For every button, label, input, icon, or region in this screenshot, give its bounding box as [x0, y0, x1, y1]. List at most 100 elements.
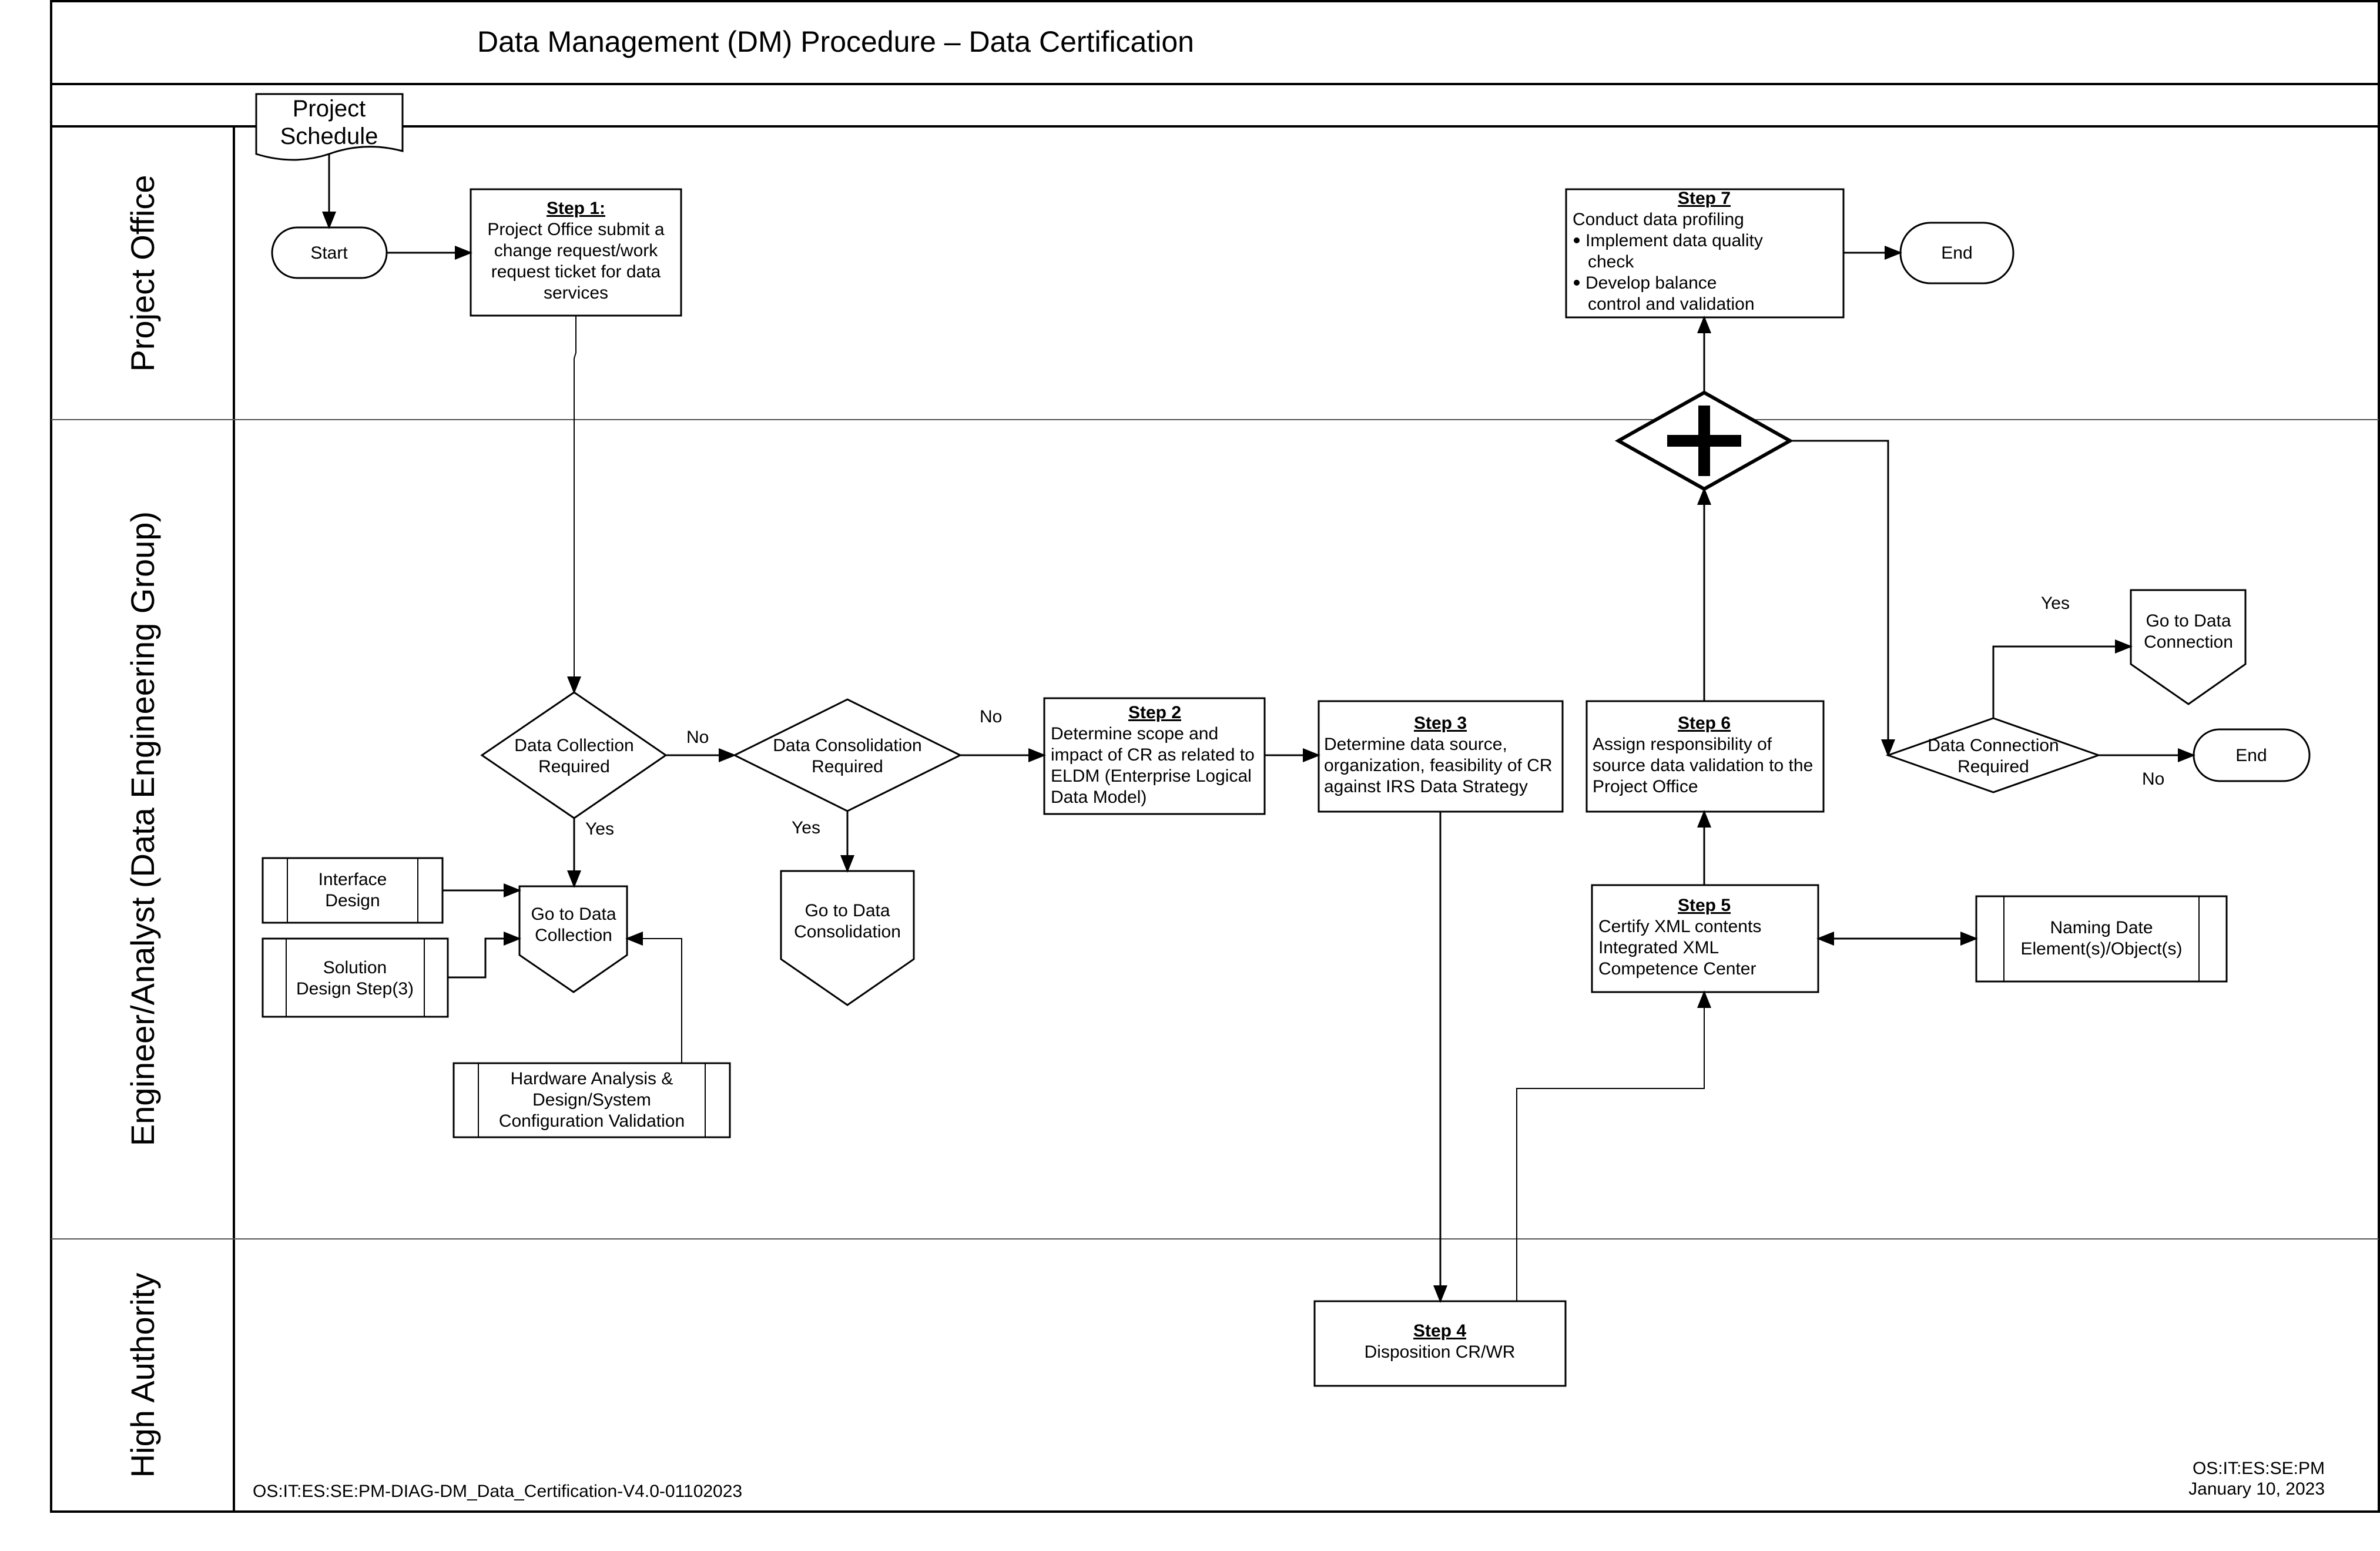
parallel-gateway[interactable]	[1614, 390, 1794, 491]
step-1-line-2: change request/work	[494, 241, 658, 260]
hardware-line-1: Hardware Analysis &	[511, 1069, 673, 1088]
solution-design-line-2: Design Step(3)	[296, 979, 414, 999]
step-2-line-1: Determine scope and	[1051, 724, 1218, 743]
process-naming-date-element[interactable]: Naming Date Element(s)/Object(s)	[1975, 895, 2228, 983]
offpage-go-to-data-collection[interactable]: Go to Data Collection	[518, 885, 628, 993]
project-schedule-line-2: Schedule	[280, 123, 378, 149]
naming-line-2: Element(s)/Object(s)	[2020, 939, 2182, 959]
connector-hardware-to-collection	[625, 932, 682, 1063]
step-7-line-1: Conduct data profiling	[1573, 210, 1744, 229]
decision-collection-line-1: Data Collection	[514, 736, 633, 755]
step-1-line-1: Project Office submit a	[487, 220, 665, 239]
go-consolidation-line-1: Go to Data	[804, 901, 890, 920]
step-6-line-2: source data validation to the	[1593, 756, 1813, 775]
go-connection-line-1: Go to Data	[2146, 611, 2231, 631]
step-3-box[interactable]: Step 3 Determine data source, organizati…	[1318, 700, 1564, 813]
offpage-go-to-data-connection[interactable]: Go to Data Connection	[2130, 589, 2247, 705]
step-5-line-2: Integrated XML	[1598, 938, 1719, 957]
connector-connection-yes	[1992, 639, 2133, 718]
end-terminator-right[interactable]: End	[2193, 728, 2311, 782]
connector-solution-to-collection	[448, 932, 521, 979]
hardware-line-3: Configuration Validation	[499, 1111, 685, 1131]
go-connection-line-2: Connection	[2144, 632, 2233, 652]
step-1-line-4: services	[544, 283, 608, 303]
step-4-line-1: Disposition CR/WR	[1365, 1342, 1516, 1362]
step-2-heading: Step 2	[1128, 703, 1181, 722]
connectors	[322, 154, 2195, 1303]
project-schedule-document[interactable]: Project Schedule	[255, 93, 404, 161]
hardware-line-2: Design/System	[532, 1090, 651, 1110]
step-7-line-3: check	[1588, 252, 1634, 272]
decision-data-connection[interactable]: Data Connection Required	[1885, 717, 2101, 793]
step-1-line-3: request ticket for data	[491, 262, 661, 282]
step-7-bullet-1	[1574, 237, 1580, 243]
step-3-line-2: organization, feasibility of CR	[1324, 756, 1553, 775]
decision-collection-line-2: Required	[538, 757, 610, 776]
page-title: Data Management (DM) Procedure – Data Ce…	[477, 25, 1194, 58]
label-no-consolidation: No	[980, 707, 1002, 726]
step-7-heading: Step 7	[1678, 189, 1731, 208]
start-terminator[interactable]: Start	[271, 226, 388, 279]
step-6-box[interactable]: Step 6 Assign responsibility of source d…	[1585, 700, 1825, 813]
step-7-line-4: Develop balance	[1585, 273, 1717, 293]
step-2-line-4: Data Model)	[1051, 788, 1147, 807]
solution-design-line-1: Solution	[323, 958, 387, 977]
interface-design-line-1: Interface	[319, 870, 387, 889]
footer-date: January 10, 2023	[2188, 1479, 2325, 1499]
connector-step4-to-step5	[1516, 990, 1711, 1301]
label-yes-consolidation: Yes	[792, 818, 820, 838]
decision-connection-line-2: Required	[1957, 757, 2029, 776]
connector-gateway-to-connection	[1790, 440, 1895, 757]
go-collection-line-1: Go to Data	[531, 905, 616, 924]
project-schedule-line-1: Project	[293, 96, 366, 122]
lane-label-high-authority: High Authority	[124, 1273, 161, 1478]
label-no-collection: No	[686, 728, 709, 747]
end-terminator-top[interactable]: End	[1899, 222, 2014, 284]
label-yes-collection: Yes	[585, 819, 614, 839]
step-2-box[interactable]: Step 2 Determine scope and impact of CR …	[1043, 697, 1266, 815]
lane-label-project-office: Project Office	[124, 175, 161, 371]
decision-data-collection[interactable]: Data Collection Required	[480, 691, 668, 819]
step-3-line-1: Determine data source,	[1324, 735, 1507, 754]
footer-document-id: OS:IT:ES:SE:PM-DIAG-DM_Data_Certificatio…	[253, 1482, 742, 1501]
go-consolidation-line-2: Consolidation	[794, 922, 901, 942]
step-5-line-3: Competence Center	[1598, 959, 1756, 979]
plus-icon-vertical	[1698, 406, 1710, 476]
step-1-heading: Step 1:	[547, 199, 605, 218]
step-6-line-3: Project Office	[1593, 777, 1698, 796]
process-hardware-analysis[interactable]: Hardware Analysis & Design/System Config…	[452, 1062, 731, 1138]
naming-line-1: Naming Date	[2050, 918, 2153, 937]
step-1-box[interactable]: Step 1: Project Office submit a change r…	[470, 188, 682, 317]
step-3-line-3: against IRS Data Strategy	[1324, 777, 1528, 796]
decision-data-consolidation[interactable]: Data Consolidation Required	[732, 698, 963, 812]
label-yes-connection: Yes	[2041, 594, 2070, 613]
swimlane-frame	[50, 0, 2380, 1513]
step-2-line-2: impact of CR as related to	[1051, 745, 1255, 765]
step-4-box[interactable]: Step 4 Disposition CR/WR	[1313, 1300, 1567, 1387]
step-5-line-1: Certify XML contents	[1598, 917, 1761, 936]
label-no-connection: No	[2142, 769, 2164, 789]
go-collection-line-2: Collection	[535, 926, 612, 945]
offpage-go-to-data-consolidation[interactable]: Go to Data Consolidation	[780, 870, 915, 1006]
step-7-line-5: control and validation	[1588, 294, 1755, 314]
start-label: Start	[310, 243, 348, 263]
step-2-line-3: ELDM (Enterprise Logical	[1051, 766, 1252, 786]
decision-consolidation-line-2: Required	[812, 757, 883, 776]
step-5-heading: Step 5	[1678, 896, 1731, 915]
step-7-box[interactable]: Step 7 Conduct data profiling Implement …	[1565, 188, 1845, 319]
decision-consolidation-line-1: Data Consolidation	[773, 736, 922, 755]
end-right-label: End	[2235, 746, 2267, 765]
end-top-label: End	[1941, 243, 1972, 263]
step-5-box[interactable]: Step 5 Certify XML contents Integrated X…	[1591, 884, 1819, 993]
lane-label-engineer-analyst: Engineer/Analyst (Data Engineering Group…	[124, 511, 161, 1146]
connector-step1-to-collection	[567, 316, 581, 694]
step-3-heading: Step 3	[1414, 713, 1467, 733]
step-4-heading: Step 4	[1413, 1321, 1466, 1341]
process-interface-design[interactable]: Interface Design	[262, 857, 444, 924]
step-6-line-1: Assign responsibility of	[1593, 735, 1772, 754]
interface-design-line-2: Design	[325, 891, 380, 910]
process-solution-design[interactable]: Solution Design Step(3)	[262, 937, 449, 1018]
step-7-line-2: Implement data quality	[1585, 231, 1763, 250]
step-7-bullet-2	[1574, 280, 1580, 286]
